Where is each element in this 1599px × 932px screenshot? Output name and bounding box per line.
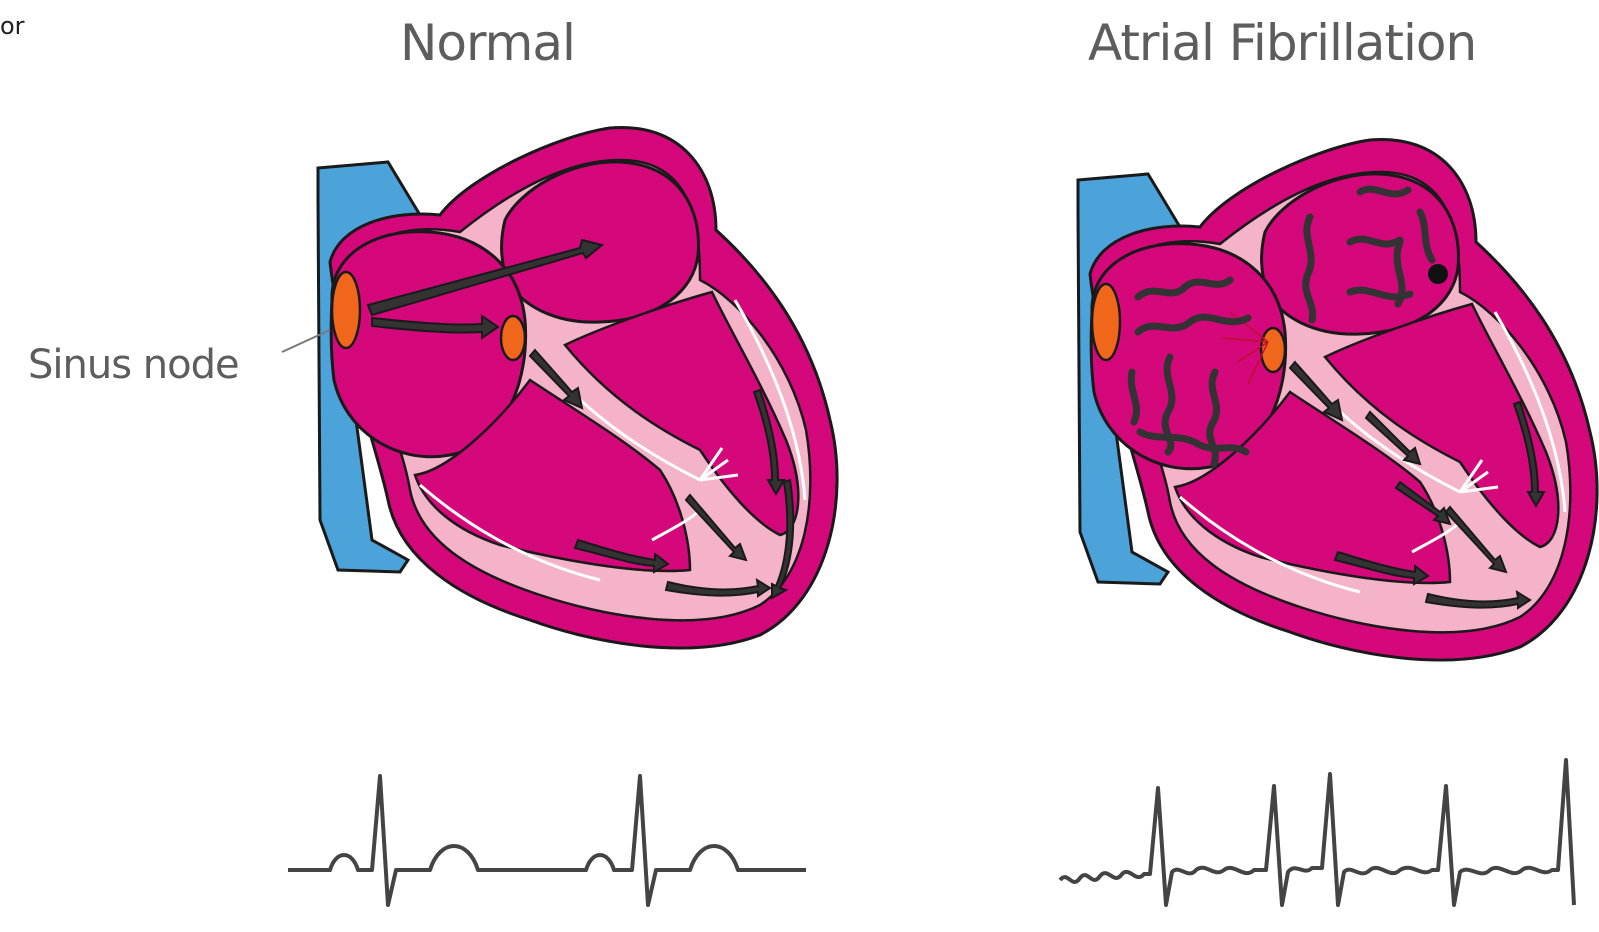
- av-node: [501, 316, 525, 360]
- afib-heart: [1078, 139, 1597, 660]
- ectopic-focus-dot: [1428, 264, 1448, 284]
- afib-ecg-trace: [1060, 760, 1574, 905]
- normal-heart: [282, 127, 837, 648]
- normal-ecg-trace: [288, 776, 806, 905]
- afib-sinus-node: [1092, 284, 1120, 360]
- sinus-node: [332, 272, 360, 348]
